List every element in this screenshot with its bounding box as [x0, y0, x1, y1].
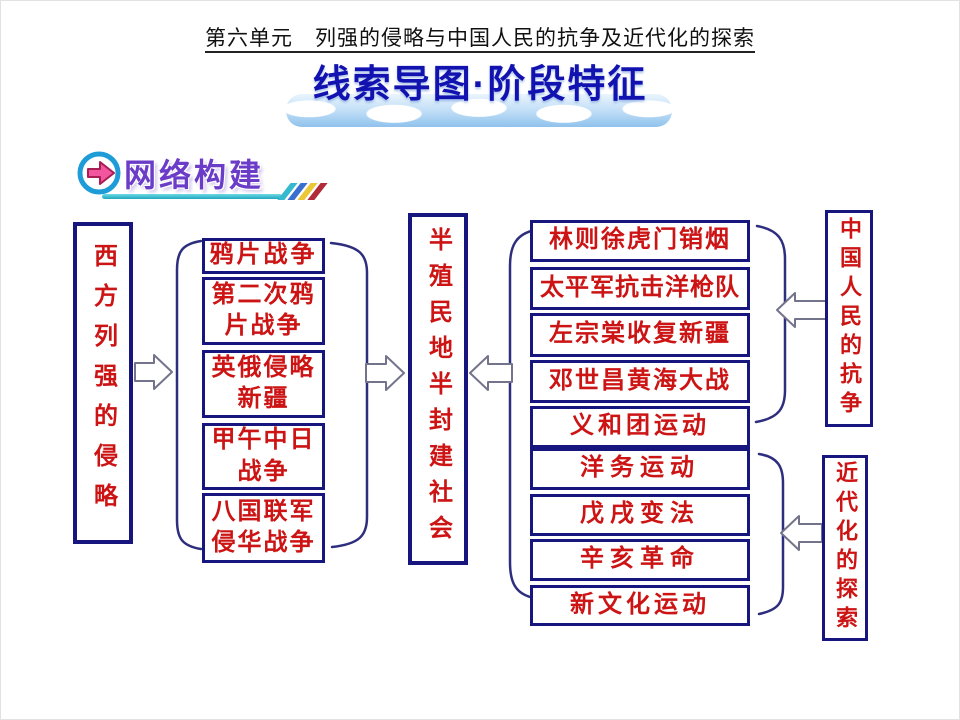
node-label: 中国人民的抗争: [837, 217, 862, 420]
arrow-west-to-aggression: [134, 354, 173, 390]
node-xinhai-revolution: 辛亥革命: [530, 539, 750, 581]
banner-title: 线索导图·阶段特征: [312, 64, 648, 106]
brace-events-left: [508, 228, 537, 600]
node-semi-colonial-society: 半殖民地半封建社会: [408, 213, 468, 565]
brace-aggression-right: [329, 241, 369, 549]
arrow-modern-to-events: [780, 515, 823, 551]
arrow-circle-icon: [76, 150, 122, 201]
cloud-banner-strip: [286, 94, 672, 127]
node-label: 西方列强的侵略: [89, 243, 116, 523]
arrow-events-to-center: [469, 355, 513, 391]
node-hundred-days-reform: 戊戌变法: [530, 494, 750, 536]
node-label: 新文化运动: [570, 591, 710, 618]
unit-title: 第六单元 列强的侵略与中国人民的抗争及近代化的探索: [0, 22, 960, 53]
node-label: 鸦片战争: [209, 242, 318, 269]
brace-aggression-left: [175, 239, 203, 551]
node-label: 近代化的探索: [833, 461, 858, 635]
node-taiping-army: 太平军抗击洋枪队: [530, 267, 750, 310]
unit-title-text: 第六单元 列强的侵略与中国人民的抗争及近代化的探索: [205, 26, 755, 53]
node-label: 甲午中日 战争: [211, 427, 316, 485]
node-second-opium-war: 第二次鸦 片战争: [202, 277, 325, 345]
brace-modern-right: [757, 452, 785, 616]
node-boxer-movement: 义和团运动: [530, 406, 750, 448]
node-opium-war: 鸦片战争: [202, 238, 325, 274]
node-label: 邓世昌黄海大战: [549, 367, 731, 394]
node-chinese-resistance: 中国人民的抗争: [825, 210, 873, 427]
node-new-culture-movement: 新文化运动: [530, 585, 750, 626]
brace-resist-right: [754, 224, 787, 424]
node-label: 林则徐虎门销烟: [549, 227, 731, 254]
node-label: 英俄侵略 新疆: [211, 354, 316, 412]
arrow-resist-to-events: [776, 292, 827, 328]
node-british-russian-invasion: 英俄侵略 新疆: [202, 350, 325, 418]
node-lin-zexu: 林则徐虎门销烟: [530, 220, 750, 262]
node-label: 义和团运动: [570, 413, 710, 440]
teal-underline: [102, 194, 282, 199]
arrow-aggression-to-center: [365, 355, 405, 391]
node-label: 左宗棠收复新疆: [549, 321, 731, 348]
node-sino-japanese-war: 甲午中日 战争: [202, 423, 325, 490]
node-eight-nation-alliance: 八国联军 侵华战争: [202, 493, 325, 563]
node-label: 戊戌变法: [580, 501, 700, 528]
node-modernization-exploration: 近代化的探索: [822, 455, 868, 641]
node-label: 洋务运动: [580, 455, 700, 482]
node-label: 第二次鸦 片战争: [211, 281, 316, 339]
node-label: 辛亥革命: [580, 546, 700, 573]
node-deng-shichang: 邓世昌黄海大战: [530, 360, 750, 403]
node-label: 半殖民地半封建社会: [424, 227, 451, 551]
node-label: 太平军抗击洋枪队: [540, 274, 740, 301]
node-zuo-zongtang: 左宗棠收复新疆: [530, 313, 750, 357]
node-western-aggression: 西方列强的侵略: [73, 222, 133, 544]
node-label: 八国联军 侵华战争: [211, 498, 316, 556]
node-self-strengthening: 洋务运动: [530, 448, 750, 490]
section-label: 网络构建: [124, 157, 265, 193]
